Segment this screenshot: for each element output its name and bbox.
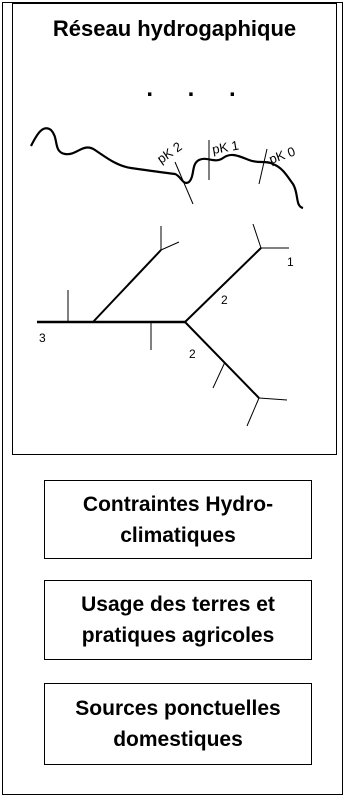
hydrographic-diagram: . . . pK 2 pK 1 pK 0 — [30, 75, 304, 427]
trib-tick-8 — [246, 397, 260, 427]
order-label-2-upper: 2 — [221, 293, 228, 307]
ellipsis-text: . . . — [146, 75, 249, 102]
point-sources-label: Sources ponctuelles domestiques — [75, 697, 281, 751]
order-label-3: 3 — [39, 331, 46, 345]
pk2-label: pK 2 — [154, 139, 185, 167]
outer-frame: . . . pK 2 pK 1 pK 0 — [2, 2, 343, 795]
river-meander-line — [30, 127, 304, 210]
land-use-box: Usage des terres et pratiques agricoles — [44, 580, 312, 660]
order-label-1: 1 — [287, 255, 294, 269]
trib-tick-7 — [212, 361, 226, 389]
hydroclimatic-constraints-label: Contraintes Hydro-climatiques — [82, 492, 274, 547]
trib-tick-4 — [160, 241, 180, 251]
order-label-2-lower: 2 — [189, 347, 196, 361]
pk0-label: pK 0 — [267, 144, 297, 167]
trib-tick-9 — [258, 397, 288, 401]
branch-right-down — [184, 321, 260, 399]
pk2-tick — [174, 161, 194, 205]
trib-tick-5 — [252, 223, 262, 249]
panel-title: Réseau hydrogaphique — [52, 16, 297, 41]
hydroclimatic-constraints-box: Contraintes Hydro-climatiques — [44, 480, 312, 559]
land-use-label: Usage des terres et pratiques agricoles — [81, 593, 275, 647]
branch-left-up — [92, 249, 162, 323]
point-sources-box: Sources ponctuelles domestiques — [44, 683, 312, 765]
hydrographic-network-panel: . . . pK 2 pK 1 pK 0 — [12, 3, 337, 455]
pk1-label: pK 1 — [211, 138, 240, 157]
branch-right-up — [184, 247, 262, 323]
pk0-tick — [258, 148, 268, 185]
